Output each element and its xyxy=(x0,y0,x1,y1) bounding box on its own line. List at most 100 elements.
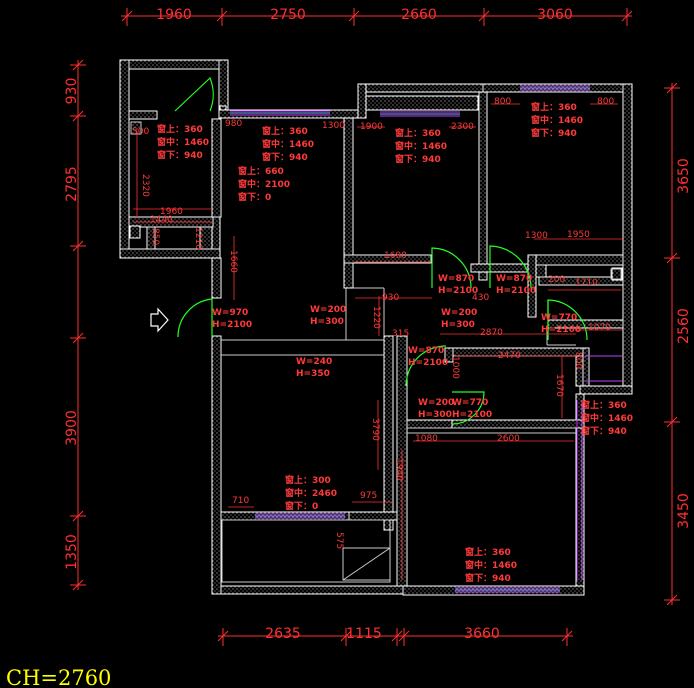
svg-text:窗下：940: 窗下：940 xyxy=(465,572,511,584)
dim-inner: 1960 xyxy=(160,207,183,217)
dim-inner: 1660 xyxy=(228,250,238,273)
dim-top-2: 2750 xyxy=(270,7,306,23)
dim-inner: 1900 xyxy=(360,122,383,132)
dim-right-1: 3650 xyxy=(676,158,692,194)
dim-inner: 850 xyxy=(150,228,160,245)
entrance-arrow-icon xyxy=(150,307,169,333)
svg-text:窗中：1460: 窗中：1460 xyxy=(465,559,517,571)
door-label: W=200 H=300 xyxy=(441,308,477,330)
dim-bottom-3: 3660 xyxy=(464,626,500,642)
dim-top-4: 3060 xyxy=(537,7,573,23)
dim-inner: 800 xyxy=(597,97,614,107)
window-sills xyxy=(230,87,590,591)
inner-dimension-lines xyxy=(133,103,623,580)
top-dimension-chain xyxy=(121,8,633,26)
svg-text:W=200: W=200 xyxy=(310,305,346,315)
dim-inner: 1000 xyxy=(450,356,460,379)
dim-inner: 500 xyxy=(132,127,149,137)
dim-inner: 2600 xyxy=(497,434,520,444)
svg-text:W=200: W=200 xyxy=(418,398,454,408)
dim-bottom-1: 2635 xyxy=(265,626,301,642)
svg-text:窗中：1460: 窗中：1460 xyxy=(581,412,633,424)
door-label: W=200 H=300 xyxy=(310,305,346,327)
svg-text:窗上：360: 窗上：360 xyxy=(581,399,627,411)
svg-text:窗下：940: 窗下：940 xyxy=(581,425,627,437)
window-label: 窗上：300 窗中：2460 窗下：0 xyxy=(285,474,337,512)
window-label: 窗上：360 窗中：1460 窗下：940 xyxy=(531,101,583,139)
svg-text:W=870: W=870 xyxy=(408,346,444,356)
furniture xyxy=(130,121,622,583)
dim-inner: 2870 xyxy=(480,328,503,338)
svg-text:窗下：940: 窗下：940 xyxy=(157,149,203,161)
dim-left-3: 3900 xyxy=(64,410,80,446)
windows xyxy=(230,85,622,593)
window-label: 窗上：360 窗中：1460 窗下：940 xyxy=(395,127,447,165)
svg-text:W=870: W=870 xyxy=(438,274,474,284)
svg-text:窗中：1460: 窗中：1460 xyxy=(262,138,314,150)
dim-inner: 2320 xyxy=(140,174,150,197)
svg-text:窗下：940: 窗下：940 xyxy=(531,127,577,139)
window-label: 窗上：360 窗中：1460 窗下：940 xyxy=(581,399,633,437)
dim-inner: 1080 xyxy=(415,434,438,444)
dim-right-3: 3450 xyxy=(676,493,692,529)
ceiling-height-label: CH=2760 xyxy=(6,666,111,688)
dim-inner: 2470 xyxy=(498,351,521,361)
dim-inner: 575 xyxy=(334,532,344,549)
svg-text:W=770: W=770 xyxy=(541,313,577,323)
dim-inner: 1220 xyxy=(371,306,381,329)
svg-text:窗中：2100: 窗中：2100 xyxy=(238,178,290,190)
window-label: 窗上：360 窗中：1460 窗下：940 xyxy=(465,546,517,584)
dim-inner: 1690 xyxy=(384,251,407,261)
dim-right-2: 2560 xyxy=(676,308,692,344)
dim-inner: 200 xyxy=(548,275,565,285)
svg-text:H=2100: H=2100 xyxy=(452,410,492,420)
dim-inner: 1300 xyxy=(525,231,548,241)
dim-inner: 980 xyxy=(225,119,242,129)
dim-inner: 975 xyxy=(360,491,377,501)
svg-text:W=970: W=970 xyxy=(212,308,248,318)
svg-text:窗上：360: 窗上：360 xyxy=(157,123,203,135)
svg-text:H=2100: H=2100 xyxy=(541,325,581,335)
dim-inner: 430 xyxy=(472,293,489,303)
svg-text:H=300: H=300 xyxy=(441,320,475,330)
svg-text:窗上：360: 窗上：360 xyxy=(465,546,511,558)
svg-text:窗上：360: 窗上：360 xyxy=(531,101,577,113)
svg-text:窗下：940: 窗下：940 xyxy=(395,153,441,165)
dim-inner: 1670 xyxy=(554,374,564,397)
svg-text:窗中：1460: 窗中：1460 xyxy=(531,114,583,126)
svg-text:窗下：0: 窗下：0 xyxy=(238,191,271,203)
door-label: W=970 H=2100 xyxy=(212,308,252,330)
dim-inner: 930 xyxy=(382,293,399,303)
svg-text:W=240: W=240 xyxy=(296,357,332,367)
svg-text:H=2100: H=2100 xyxy=(408,358,448,368)
window-label: 窗上：360 窗中：1460 窗下：940 xyxy=(262,125,314,163)
dim-top-1: 1960 xyxy=(156,7,192,23)
svg-text:H=300: H=300 xyxy=(418,410,452,420)
dim-inner: 800 xyxy=(573,352,583,369)
window-label: 窗上：660 窗中：2100 窗下：0 xyxy=(238,165,290,203)
dim-inner: 3790 xyxy=(370,418,380,441)
partition-lines xyxy=(221,287,576,434)
dim-inner: 1070 xyxy=(588,323,611,333)
dim-inner: 710 xyxy=(232,496,249,506)
dim-top-3: 2660 xyxy=(401,7,437,23)
bottom-dimension-chain xyxy=(217,628,573,646)
dim-inner: 800 xyxy=(494,97,511,107)
svg-text:窗上：660: 窗上：660 xyxy=(238,165,284,177)
doors xyxy=(174,76,588,425)
svg-text:窗下：940: 窗下：940 xyxy=(262,151,308,163)
window-label: 窗上：360 窗中：1460 窗下：940 xyxy=(157,123,209,161)
svg-text:窗下：0: 窗下：0 xyxy=(285,500,318,512)
svg-text:H=350: H=350 xyxy=(296,369,330,379)
svg-text:W=770: W=770 xyxy=(452,398,488,408)
svg-text:窗上：360: 窗上：360 xyxy=(262,125,308,137)
door-label: W=240 H=350 xyxy=(296,357,332,379)
door-label: W=870 H=2100 xyxy=(438,274,478,296)
door-label: W=770 H=2100 xyxy=(452,398,492,420)
svg-text:窗中：1460: 窗中：1460 xyxy=(157,136,209,148)
dim-inner: 1440 xyxy=(150,215,173,225)
svg-text:W=870: W=870 xyxy=(496,274,532,284)
dim-left-4: 1350 xyxy=(64,534,80,570)
dim-inner: 2300 xyxy=(451,122,474,132)
